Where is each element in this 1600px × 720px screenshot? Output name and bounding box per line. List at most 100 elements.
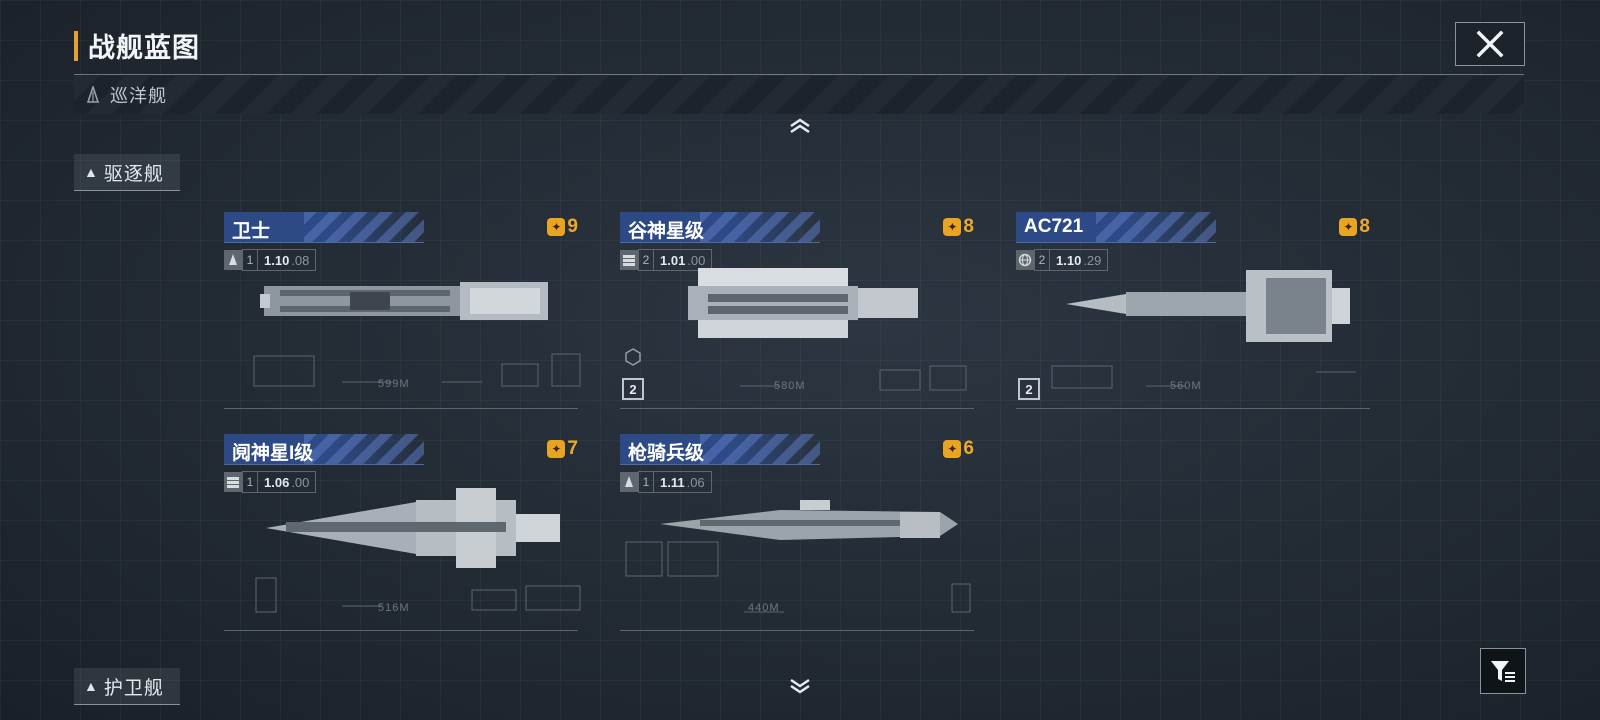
ship-length: 560M bbox=[1170, 380, 1202, 392]
tier-value: 2 bbox=[638, 249, 654, 271]
version-value: 1.06 bbox=[264, 474, 290, 490]
version-tag: 1.11.06 bbox=[654, 471, 712, 493]
blueprint-outline bbox=[253, 353, 581, 387]
blueprint-outline bbox=[255, 577, 581, 613]
ship-category-icon bbox=[86, 86, 100, 103]
ship-length: 580M bbox=[774, 380, 806, 392]
ship-name: AC721 bbox=[1024, 216, 1084, 237]
globe-icon bbox=[1016, 250, 1034, 270]
category-label-frigate: 护卫舰 bbox=[103, 677, 164, 699]
scroll-down-chevron-icon[interactable] bbox=[788, 678, 812, 694]
ship-name: 枪骑兵级 bbox=[628, 443, 705, 464]
deck-code: 2 bbox=[622, 378, 644, 400]
category-label-cruiser: 巡洋舰 bbox=[110, 86, 167, 106]
card-tags: 2 1.01.00 bbox=[620, 249, 713, 271]
rank-icon: ✦ bbox=[943, 440, 962, 458]
score-badge: ✦ 9 bbox=[547, 216, 578, 238]
header-divider bbox=[74, 74, 1524, 75]
ship-card[interactable]: 卫士 ✦ 9 1 1.10.08 599M bbox=[224, 212, 584, 412]
blueprint-baseline bbox=[1016, 408, 1370, 409]
card-header: 卫士 bbox=[224, 212, 424, 242]
page-title: 战舰蓝图 bbox=[88, 33, 200, 63]
title-bar: 战舰蓝图 bbox=[74, 26, 200, 65]
version-sub: .00 bbox=[291, 474, 310, 490]
score-value: 7 bbox=[567, 438, 578, 459]
version-sub: .06 bbox=[686, 474, 705, 490]
ship-card[interactable]: AC721 ✦ 8 2 1.10.29 2 560M bbox=[1016, 212, 1376, 412]
triangle-icon: ▲ bbox=[84, 164, 98, 180]
blueprint-baseline bbox=[224, 408, 578, 409]
card-header-rule bbox=[1016, 242, 1216, 243]
card-header-rule bbox=[224, 242, 424, 243]
filter-button[interactable] bbox=[1480, 648, 1526, 694]
close-button[interactable] bbox=[1455, 22, 1525, 66]
rank-icon: ✦ bbox=[943, 218, 962, 236]
category-label-destroyer: 驱逐舰 bbox=[103, 163, 164, 185]
version-value: 1.01 bbox=[660, 252, 686, 268]
blueprint-baseline bbox=[224, 630, 578, 631]
version-value: 1.10 bbox=[264, 252, 290, 268]
card-header: 枪骑兵级 bbox=[620, 434, 820, 464]
card-header: 阋神星I级 bbox=[224, 434, 424, 464]
title-accent bbox=[74, 30, 78, 61]
scroll-up-chevron-icon[interactable] bbox=[788, 118, 812, 134]
close-icon bbox=[1476, 30, 1504, 58]
ship-card[interactable]: 谷神星级 ✦ 8 2 1.01.00 2 580M bbox=[620, 212, 980, 412]
ship-image bbox=[660, 500, 958, 540]
blueprint-baseline bbox=[620, 630, 974, 631]
category-tag-frigate[interactable]: ▲ 护卫舰 bbox=[74, 668, 180, 705]
score-value: 8 bbox=[963, 216, 974, 237]
tier-value: 2 bbox=[1034, 249, 1050, 271]
ship-length: 599M bbox=[378, 378, 410, 390]
destroyer-silhouette-icon bbox=[620, 472, 638, 492]
category-tag-destroyer[interactable]: ▲ 驱逐舰 bbox=[74, 154, 180, 191]
version-tag: 1.06.00 bbox=[258, 471, 317, 493]
score-value: 6 bbox=[963, 438, 974, 459]
score-value: 9 bbox=[567, 216, 578, 237]
card-tags: 2 1.10.29 bbox=[1016, 249, 1109, 271]
ship-image bbox=[260, 282, 548, 320]
tier-value: 1 bbox=[638, 471, 654, 493]
ship-name: 谷神星级 bbox=[628, 221, 705, 242]
stack-icon bbox=[620, 250, 638, 270]
blueprint-outline bbox=[625, 541, 971, 613]
triangle-icon: ▲ bbox=[84, 678, 98, 694]
card-header: 谷神星级 bbox=[620, 212, 820, 242]
card-tags: 1 1.10.08 bbox=[224, 249, 317, 271]
tier-value: 1 bbox=[242, 249, 258, 271]
ship-name: 卫士 bbox=[232, 221, 271, 242]
version-tag: 1.10.29 bbox=[1050, 249, 1109, 271]
ship-image bbox=[688, 268, 918, 338]
card-tags: 1 1.06.00 bbox=[224, 471, 317, 493]
stack-icon bbox=[224, 472, 242, 492]
version-tag: 1.01.00 bbox=[654, 249, 713, 271]
destroyer-silhouette-icon bbox=[224, 250, 242, 270]
version-tag: 1.10.08 bbox=[258, 249, 317, 271]
card-tags: 1 1.11.06 bbox=[620, 471, 712, 493]
rank-icon: ✦ bbox=[547, 218, 566, 236]
score-value: 8 bbox=[1359, 216, 1370, 237]
hexagon-icon bbox=[625, 348, 641, 366]
ship-length: 516M bbox=[378, 602, 410, 614]
tier-value: 1 bbox=[242, 471, 258, 493]
rank-icon: ✦ bbox=[547, 440, 566, 458]
ship-card[interactable]: 阋神星I级 ✦ 7 1 1.06.00 516M bbox=[224, 434, 584, 634]
version-sub: .08 bbox=[291, 252, 310, 268]
card-header-rule bbox=[224, 464, 424, 465]
version-sub: .00 bbox=[687, 252, 706, 268]
card-header: AC721 bbox=[1016, 212, 1216, 242]
background-decoration bbox=[95, 275, 98, 287]
ship-name: 阋神星I级 bbox=[232, 443, 314, 464]
blueprint-outline bbox=[740, 365, 967, 391]
card-header-rule bbox=[620, 242, 820, 243]
ship-image bbox=[1066, 270, 1350, 342]
ship-card[interactable]: 枪骑兵级 ✦ 6 1 1.11.06 440M bbox=[620, 434, 980, 634]
ship-length: 440M bbox=[748, 602, 780, 614]
deck-code: 2 bbox=[1018, 378, 1040, 400]
rank-icon: ✦ bbox=[1339, 218, 1358, 236]
score-badge: ✦ 6 bbox=[943, 438, 974, 460]
version-value: 1.10 bbox=[1056, 252, 1082, 268]
card-header-rule bbox=[620, 464, 820, 465]
category-bar-cruiser[interactable]: 巡洋舰 bbox=[74, 76, 1524, 114]
score-badge: ✦ 8 bbox=[1339, 216, 1370, 238]
